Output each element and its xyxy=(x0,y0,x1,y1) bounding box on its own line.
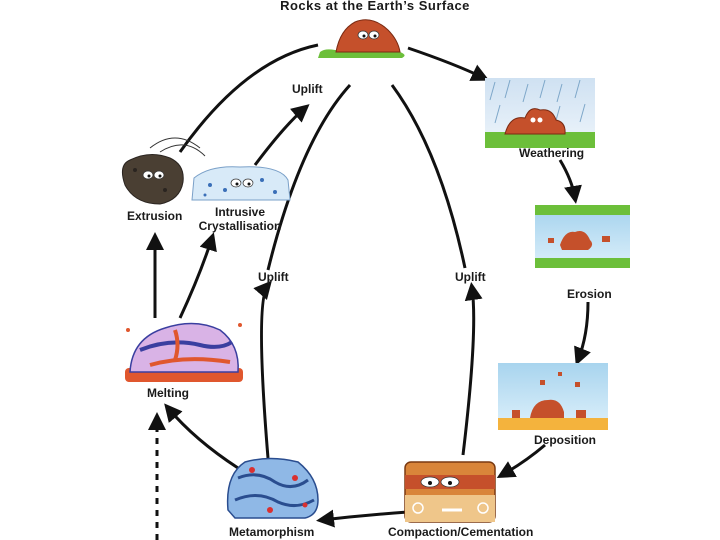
arrow-weathering-to-erosion xyxy=(558,159,582,204)
arrow-compaction-to-surface xyxy=(461,282,483,456)
label-erosion: Erosion xyxy=(567,287,612,301)
arrow-metamorphism-to-surface xyxy=(253,280,272,459)
arrow-surface-to-weathering xyxy=(407,46,490,81)
metamorphic-rock-icon xyxy=(226,457,319,519)
arrow-erosion-to-deposition xyxy=(574,301,591,366)
arrow-melting-to-intrusive xyxy=(178,232,217,319)
intrusive-rock-icon xyxy=(191,166,291,201)
label-crystallisation: Crystallisation xyxy=(199,219,282,233)
label-uplift-top: Uplift xyxy=(292,82,323,96)
diagram-title: Rocks at the Earth’s Surface xyxy=(280,0,470,13)
extrusive-rock-icon xyxy=(121,137,206,205)
arrow-left-uplift-to-surface xyxy=(266,83,352,271)
erosion-water-icon xyxy=(535,205,630,268)
label-uplift-right: Uplift xyxy=(455,270,486,284)
surface-rock-icon xyxy=(318,19,405,58)
label-weathering: Weathering xyxy=(519,146,584,160)
label-compaction: Compaction/Cementation xyxy=(388,525,533,539)
arrow-right-uplift-to-surface xyxy=(390,84,467,269)
arrow-extrusion-to-surface xyxy=(178,43,319,153)
deposition-sediment-icon xyxy=(498,363,608,430)
arrow-metamorphism-to-melting xyxy=(164,403,239,470)
label-metamorphism: Metamorphism xyxy=(229,525,314,539)
label-deposition: Deposition xyxy=(534,433,596,447)
label-extrusion: Extrusion xyxy=(127,209,182,223)
label-intrusive: Intrusive xyxy=(215,205,265,219)
label-melting: Melting xyxy=(147,386,189,400)
compaction-layers-icon xyxy=(404,461,496,523)
magma-melting-icon xyxy=(125,322,243,382)
arrow-deposition-to-compaction xyxy=(496,443,546,478)
arrow-compaction-to-metamorphism xyxy=(316,509,409,528)
label-uplift-left: Uplift xyxy=(258,270,289,284)
weathering-rain-icon xyxy=(485,78,595,148)
cycle-arrows xyxy=(146,43,591,540)
arrow-intrusive-to-uplift xyxy=(253,104,310,166)
